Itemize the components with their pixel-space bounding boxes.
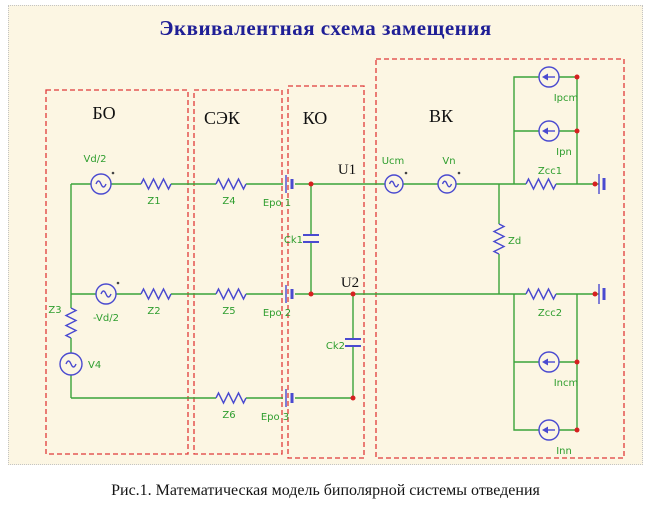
battery-epo1 (285, 175, 294, 193)
block-ko-box (287, 85, 365, 459)
junction-dot (308, 181, 314, 187)
sine-icon (95, 180, 107, 188)
label-vn: Vn (442, 156, 455, 167)
capacitor-ck2 (345, 338, 361, 347)
polarity-dot (404, 171, 408, 175)
block-vk-box (375, 58, 625, 459)
label-zd: Zd (508, 236, 521, 247)
label-inn: Inn (556, 446, 572, 457)
resistor-zcc2 (525, 288, 557, 300)
label-epo1: Epo 1 (263, 198, 291, 209)
voltage-source-vd2 (90, 173, 112, 195)
label-ipcm: Ipcm (554, 93, 579, 104)
polarity-dot (111, 171, 115, 175)
circuit-diagram: БО СЭК КО ВК (45, 58, 625, 459)
label-vd2: Vd/2 (84, 154, 107, 165)
resistor-z3 (65, 307, 77, 339)
resistor-z5 (215, 288, 247, 300)
junction-dot (574, 359, 580, 365)
junction-dot (350, 291, 356, 297)
label-zcc1: Zcc1 (538, 166, 562, 177)
current-source-ipcm (538, 66, 560, 88)
current-source-inn (538, 419, 560, 441)
label-ck1: Ck1 (284, 235, 303, 246)
polarity-dot (457, 171, 461, 175)
node-u1-label: U1 (338, 162, 356, 178)
block-boxes (45, 58, 625, 459)
label-ipn: Ipn (556, 147, 572, 158)
figure-caption: Рис.1. Математическая модель биполярной … (111, 482, 540, 499)
junction-dot (592, 181, 598, 187)
current-source-incm (538, 351, 560, 373)
arrow-head (542, 358, 548, 366)
block-sek-box (193, 89, 283, 455)
figure-title: Эквивалентная схема замещения (159, 16, 492, 40)
label-epo3: Epo 3 (261, 412, 289, 423)
voltage-source-ucm (384, 174, 404, 194)
resistor-z1 (140, 178, 172, 190)
resistor-z4 (215, 178, 247, 190)
label-z3: Z3 (48, 305, 61, 316)
label-neg-vd2: -Vd/2 (93, 313, 119, 324)
resistor-z6 (215, 392, 247, 404)
label-ucm: Ucm (382, 156, 405, 167)
junction-dot (574, 128, 580, 134)
label-zcc2: Zcc2 (538, 308, 562, 319)
junction-dot (308, 291, 314, 297)
voltage-source-v4 (59, 352, 83, 376)
resistor-zd (493, 223, 505, 255)
block-bo-box (45, 89, 189, 455)
label-epo2: Epo 2 (263, 308, 291, 319)
node-u2-label: U2 (341, 275, 359, 291)
junction-dots (308, 74, 598, 433)
battery-epo3 (285, 389, 294, 407)
sine-icon (441, 180, 453, 188)
polarity-dot (116, 281, 120, 285)
block-bo-label: БО (92, 103, 115, 123)
label-v4: V4 (88, 360, 101, 371)
label-incm: Incm (554, 378, 579, 389)
ground-symbol-u1 (598, 174, 606, 194)
block-ko-label: КО (303, 108, 328, 128)
label-z6: Z6 (222, 410, 235, 421)
wires (70, 76, 599, 431)
figure-scan: Эквивалентная схема замещения БО СЭК КО … (8, 5, 643, 465)
label-z4: Z4 (222, 196, 235, 207)
label-z2: Z2 (147, 306, 160, 317)
junction-dot (350, 395, 356, 401)
label-z5: Z5 (222, 306, 235, 317)
vertical-branch-wires (310, 184, 500, 398)
row-wires (71, 183, 599, 399)
label-z1: Z1 (147, 196, 160, 207)
ground-symbol-u2 (598, 284, 606, 304)
arrow-head (542, 73, 548, 81)
polarity-dots (111, 171, 461, 285)
label-ck2: Ck2 (326, 341, 345, 352)
current-source-ipn (538, 120, 560, 142)
sine-icon (388, 180, 400, 188)
junction-dot (592, 291, 598, 297)
capacitor-ck1 (303, 234, 319, 243)
sine-icon (100, 290, 112, 298)
resistor-zcc1 (525, 178, 557, 190)
arrow-head (542, 127, 548, 135)
voltage-source-vn (437, 174, 457, 194)
junction-dot (574, 427, 580, 433)
block-sek-label: СЭК (204, 108, 241, 128)
arrow-head (542, 426, 548, 434)
battery-epo2 (285, 285, 294, 303)
sine-icon (65, 360, 77, 368)
junction-dot (574, 74, 580, 80)
voltage-source-neg-vd2 (95, 283, 117, 305)
resistor-z2 (140, 288, 172, 300)
block-vk-label: ВК (429, 106, 454, 126)
